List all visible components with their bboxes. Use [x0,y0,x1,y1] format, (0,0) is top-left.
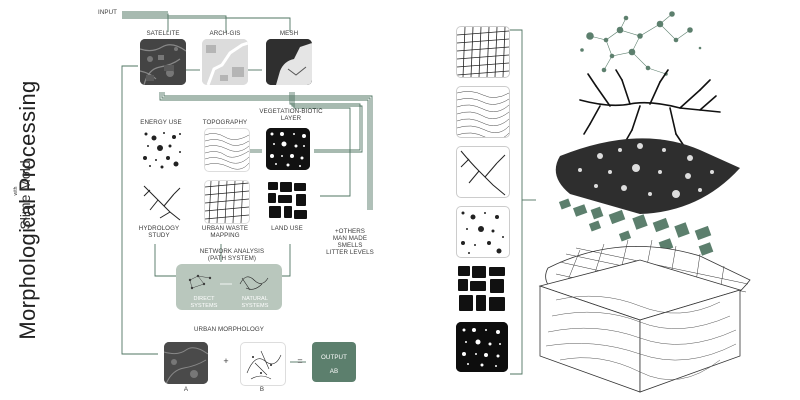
topography-tile [204,128,250,172]
mesh-map-tile [266,39,312,85]
network-systems-box: DIRECT SYSTEMS NATURAL SYSTEMS [176,264,282,310]
land-use-tile [266,180,310,222]
equals-sign: = [297,356,303,366]
landuse-blocks-layer [558,198,714,256]
hydrology-label: HYDROLOGY STUDY [138,225,180,239]
hydrology-tile [140,180,184,222]
legend-energy-tile [456,206,510,258]
urban-waste-label: URBAN WASTE MAPPING [201,225,249,239]
legend-topography-tile [456,86,510,138]
topography-label: TOPOGRAPHY [202,119,248,126]
output-ab-label: AB [329,368,339,375]
topography-block-layer [538,259,742,393]
mesh-label: MESH [279,30,299,37]
arch-gis-label: ARCH-GIS [209,30,241,37]
vegetation-tile [266,128,310,170]
urban-morphology-label: URBAN MORPHOLOGY [193,326,265,333]
network-analysis-label: NETWORK ANALYSIS (PATH SYSTEM) [199,248,265,262]
land-use-label: LAND USE [271,225,303,232]
legend-grid-tile [456,26,510,78]
legend-vegetation-tile [456,322,508,372]
input-label: INPUT [98,9,118,16]
label-b: B [259,386,265,393]
satellite-map-tile [140,39,186,85]
legend-hydrology-tile [456,146,510,198]
plus-sign: + [223,356,229,366]
others-label: +OTHERS MAN MADE SMELLS LITTER LEVELS [326,228,374,256]
arch-gis-map-tile [202,39,248,85]
result-a-tile [164,342,208,384]
result-b-tile [240,342,286,386]
satellite-label: SATELLITE [146,30,180,37]
output-box: OUTPUT AB [312,342,356,382]
energy-use-tile [140,128,184,170]
vegetation-label: VEGETATION-BIOTIC LAYER [259,108,323,122]
legend-landuse-tile [456,264,508,314]
vegetation-plate-layer [555,138,740,214]
urban-waste-tile [204,180,250,224]
energy-use-label: ENERGY USE [140,119,182,126]
network-graph-layer [580,11,702,76]
output-label: OUTPUT [320,354,348,361]
river-network-layer [579,69,721,147]
natural-systems-label: NATURAL SYSTEMS [241,296,269,309]
direct-systems-label: DIRECT SYSTEMS [190,296,218,309]
label-a: A [183,386,189,393]
